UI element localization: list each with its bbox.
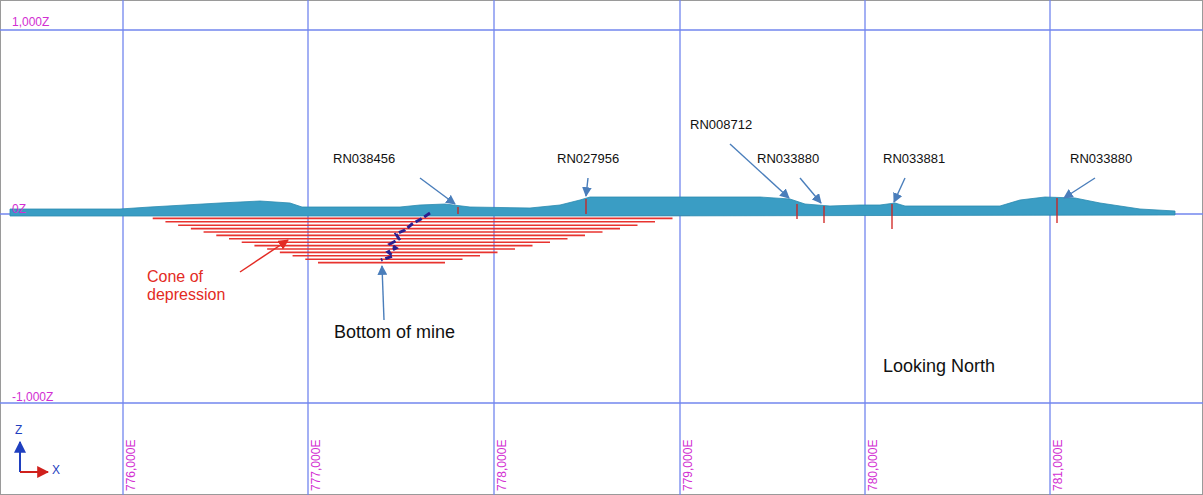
cone-stroke bbox=[165, 221, 655, 223]
view-direction-label: Looking North bbox=[883, 356, 995, 377]
bore-label: RN033881 bbox=[883, 152, 945, 167]
easting-label: 779,000E bbox=[682, 440, 696, 491]
cone-stroke bbox=[191, 228, 620, 230]
easting-label: 777,000E bbox=[310, 440, 324, 491]
elevation-label: 0Z bbox=[12, 203, 26, 217]
axis-label: X bbox=[52, 464, 60, 478]
bore-label: RN008712 bbox=[690, 118, 752, 133]
easting-label: 780,000E bbox=[867, 440, 881, 491]
z-axis-arrow bbox=[19, 442, 21, 472]
bore-label: RN027956 bbox=[557, 152, 619, 167]
cone-stroke bbox=[305, 258, 462, 260]
cone-stroke bbox=[318, 262, 445, 264]
easting-label: 776,000E bbox=[125, 440, 139, 491]
axis-label: Z bbox=[15, 424, 22, 438]
cone-of-depression bbox=[140, 215, 690, 263]
elevation-label: 1,000Z bbox=[12, 16, 49, 30]
cone-label: Cone of depression bbox=[147, 268, 247, 305]
cone-stroke bbox=[267, 248, 515, 250]
callout-leaders bbox=[382, 144, 1095, 320]
drillhole-traces bbox=[458, 198, 1057, 229]
cone-stroke bbox=[153, 218, 673, 220]
mine-workings bbox=[381, 213, 430, 260]
bore-label: RN033880 bbox=[757, 152, 819, 167]
cone-stroke bbox=[293, 255, 480, 257]
cone-leader bbox=[240, 240, 288, 272]
x-axis-arrow bbox=[20, 471, 48, 473]
bore-label: RN033880 bbox=[1070, 152, 1132, 167]
elevation-label: -1,000Z bbox=[12, 391, 53, 405]
mine-label: Bottom of mine bbox=[334, 322, 455, 343]
cone-stroke bbox=[216, 235, 585, 237]
bore-label: RN038456 bbox=[333, 152, 395, 167]
easting-label: 778,000E bbox=[496, 440, 510, 491]
easting-label: 781,000E bbox=[1052, 440, 1066, 491]
terrain-surface bbox=[10, 197, 1175, 216]
